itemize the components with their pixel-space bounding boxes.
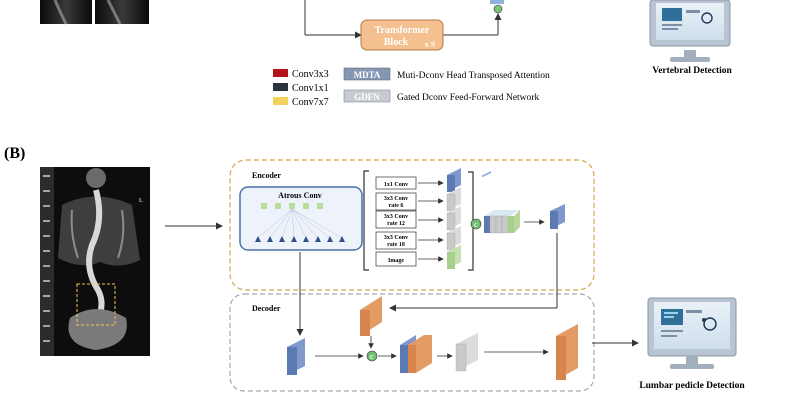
legend-gdfn-desc: Gated Dconv Feed-Forward Network xyxy=(397,93,539,103)
aspp-branches: 1x1 Conv 3x3 Conv rate 6 3x3 Conv rate 1… xyxy=(375,176,417,267)
branch-feature-maps xyxy=(446,168,491,269)
branch-5-label: Image xyxy=(388,258,404,264)
top-concat-node xyxy=(493,4,503,14)
legend-gdfn-abbr: GDFN xyxy=(354,92,380,102)
legend-mdta-abbr: MDTA xyxy=(354,70,381,80)
legend-label-conv3x3: Conv3x3 xyxy=(292,69,329,80)
legend-swatch-conv7x7 xyxy=(273,97,288,105)
monitor-icon-lumbar xyxy=(647,297,737,369)
upsampled-feature-block xyxy=(360,296,382,336)
legend-mdta-desc: Muti-Dconv Head Transposed Attention xyxy=(397,71,550,81)
decoder-title: Decoder xyxy=(252,304,281,313)
branch-2-rate: rate 6 xyxy=(389,203,404,209)
transformer-block-subtitle: Block xyxy=(384,37,409,48)
decoder-refine-block xyxy=(455,333,478,372)
xray-thumb-2 xyxy=(95,0,149,24)
transformer-block-title: Transformer xyxy=(375,25,430,36)
top-small-block xyxy=(490,0,504,4)
vertebral-detection-label: Vertebral Detection xyxy=(652,66,732,76)
transformer-block-repeat: x S xyxy=(425,40,436,49)
legend-gdfn-box xyxy=(343,89,391,103)
monitor-icon-vertebral xyxy=(649,0,731,62)
encoder-region: Encoder xyxy=(229,159,595,291)
xray-roi-box xyxy=(76,283,116,326)
xray-marker-letter: L xyxy=(139,198,143,204)
branch-2-label: 3x3 Conv xyxy=(384,196,408,202)
encoder-output-block xyxy=(550,204,565,229)
branch-conv-rate-12: 3x3 Conv rate 12 xyxy=(375,210,417,229)
concatenated-feature-stack xyxy=(484,210,520,234)
branch-conv-rate-18: 3x3 Conv rate 18 xyxy=(375,231,417,250)
low-level-feature-block xyxy=(287,338,305,375)
atrous-kernel-icons xyxy=(261,203,323,209)
legend-swatch-conv1x1 xyxy=(273,83,288,91)
decoder-concat-node xyxy=(366,350,378,362)
xray-thumb-1 xyxy=(40,0,92,24)
feature-block-gray-2 xyxy=(446,206,461,231)
transformer-block: Transformer Block x S xyxy=(360,19,444,51)
top-xray-thumbnails xyxy=(40,0,149,25)
branch-3-label: 3x3 Conv xyxy=(384,214,408,220)
branch-1x1-conv: 1x1 Conv xyxy=(375,176,417,190)
feature-block-blue xyxy=(447,168,491,192)
atrous-conv-module: Atrous Conv xyxy=(239,186,363,251)
decoder-concat-stack xyxy=(400,335,432,373)
legend-mdta-box xyxy=(343,67,391,81)
legend-label-conv7x7: Conv7x7 xyxy=(292,97,329,108)
legend: Conv3x3 Conv1x1 Conv7x7 MDTA Muti-Dconv … xyxy=(273,67,550,108)
decoder-concat-symbol: C xyxy=(370,355,374,361)
branch-3-rate: rate 12 xyxy=(387,221,405,227)
decoder-output-block xyxy=(556,324,578,380)
legend-swatch-conv3x3 xyxy=(273,69,288,77)
lumbar-xray-image: L xyxy=(40,167,150,356)
atrous-conv-title: Atrous Conv xyxy=(278,191,322,200)
branch-image-pooling: Image xyxy=(375,251,417,267)
atrous-input-triangles xyxy=(255,236,345,242)
lumbar-detection-label: Lumbar pedicle Detection xyxy=(639,381,745,391)
encoder-title: Encoder xyxy=(252,171,281,180)
legend-label-conv1x1: Conv1x1 xyxy=(292,83,329,94)
branch-4-rate: rate 18 xyxy=(387,242,405,248)
branch-1-label: 1x1 Conv xyxy=(384,182,408,188)
feature-block-green xyxy=(447,245,461,269)
branch-conv-rate-6: 3x3 Conv rate 6 xyxy=(375,192,417,211)
panel-b-label: (B) xyxy=(4,145,25,162)
encoder-concat-node xyxy=(470,218,482,230)
branch-4-label: 3x3 Conv xyxy=(384,235,408,241)
encoder-concat-symbol: C xyxy=(474,223,478,229)
